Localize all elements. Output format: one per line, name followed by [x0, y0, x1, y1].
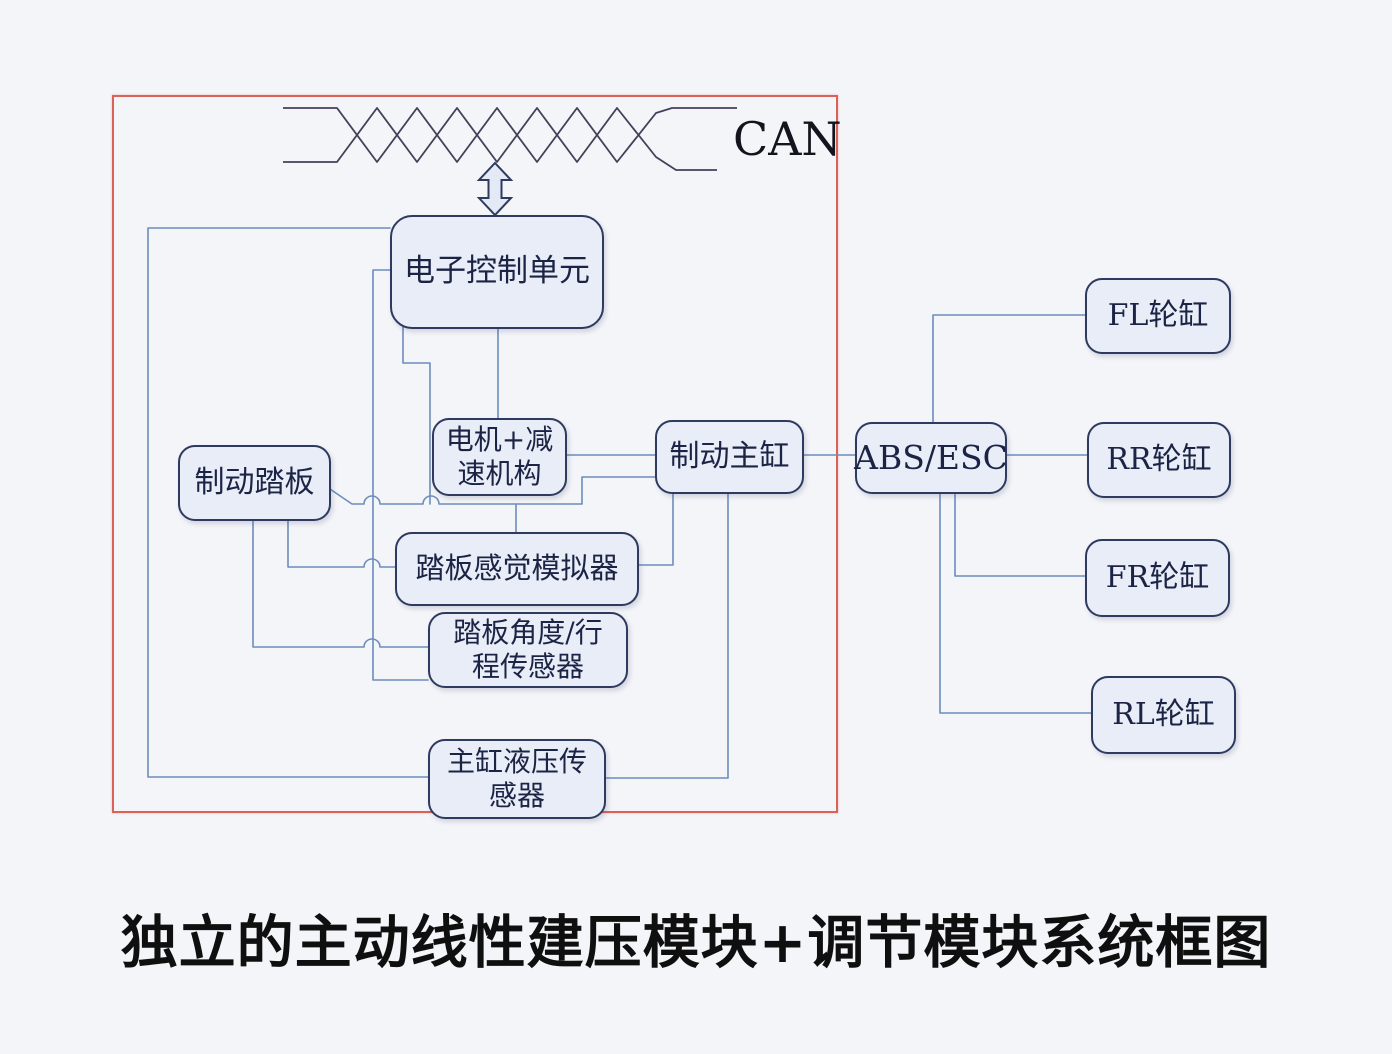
bidirectional-arrow-icon — [476, 161, 514, 217]
connector-pedal-bus-to-brake-master-cylinder — [326, 476, 657, 505]
can-strand-a-icon — [283, 107, 737, 163]
connector-abs-esc-to-fl-wheel-cylinder — [932, 314, 1086, 423]
node-wheel-cylinder-rl: RL轮缸 — [1091, 676, 1236, 754]
connector-ecu-to-pedal-bus — [402, 324, 431, 505]
node-master-cylinder-pressure-sensor: 主缸液压传 感器 — [428, 739, 606, 819]
can-strand-b-icon — [283, 107, 717, 171]
node-wheel-cylinder-rr: RR轮缸 — [1087, 422, 1231, 498]
connector-brake-pedal-to-pedal-angle-sensor — [252, 516, 429, 648]
connector-abs-esc-to-fr-wheel-cylinder — [954, 487, 1086, 577]
node-wheel-cylinder-fr: FR轮缸 — [1085, 539, 1230, 617]
node-brake-pedal: 制动踏板 — [178, 445, 331, 521]
node-pedal-angle-stroke-sensor: 踏板角度/行 程传感器 — [428, 612, 628, 688]
node-ecu: 电子控制单元 — [390, 215, 604, 329]
diagram-title: 独立的主动线性建压模块+调节模块系统框图 — [120, 910, 1272, 976]
connector-ecu-to-pedal-angle-sensor — [372, 269, 429, 681]
connector-pedal-feel-simulator-to-brake-master-cylinder — [634, 489, 674, 566]
node-pedal-feel-simulator: 踏板感觉模拟器 — [395, 532, 639, 606]
can-bus-label: CAN — [733, 112, 842, 166]
connector-ecu-to-master-cylinder-pressure-sensor — [147, 227, 429, 778]
connector-abs-esc-to-rl-wheel-cylinder — [939, 487, 1092, 714]
connector-brake-master-cylinder-to-pressure-sensor — [601, 489, 729, 779]
connector-brake-pedal-to-pedal-feel-simulator — [287, 516, 396, 568]
node-wheel-cylinder-fl: FL轮缸 — [1085, 278, 1231, 354]
node-abs-esc: ABS/ESC — [854, 422, 1008, 494]
node-motor-reducer: 电机+减 速机构 — [432, 418, 567, 496]
node-brake-master-cylinder: 制动主缸 — [655, 420, 804, 494]
can-bus-twisted-pair-icon — [283, 107, 737, 171]
